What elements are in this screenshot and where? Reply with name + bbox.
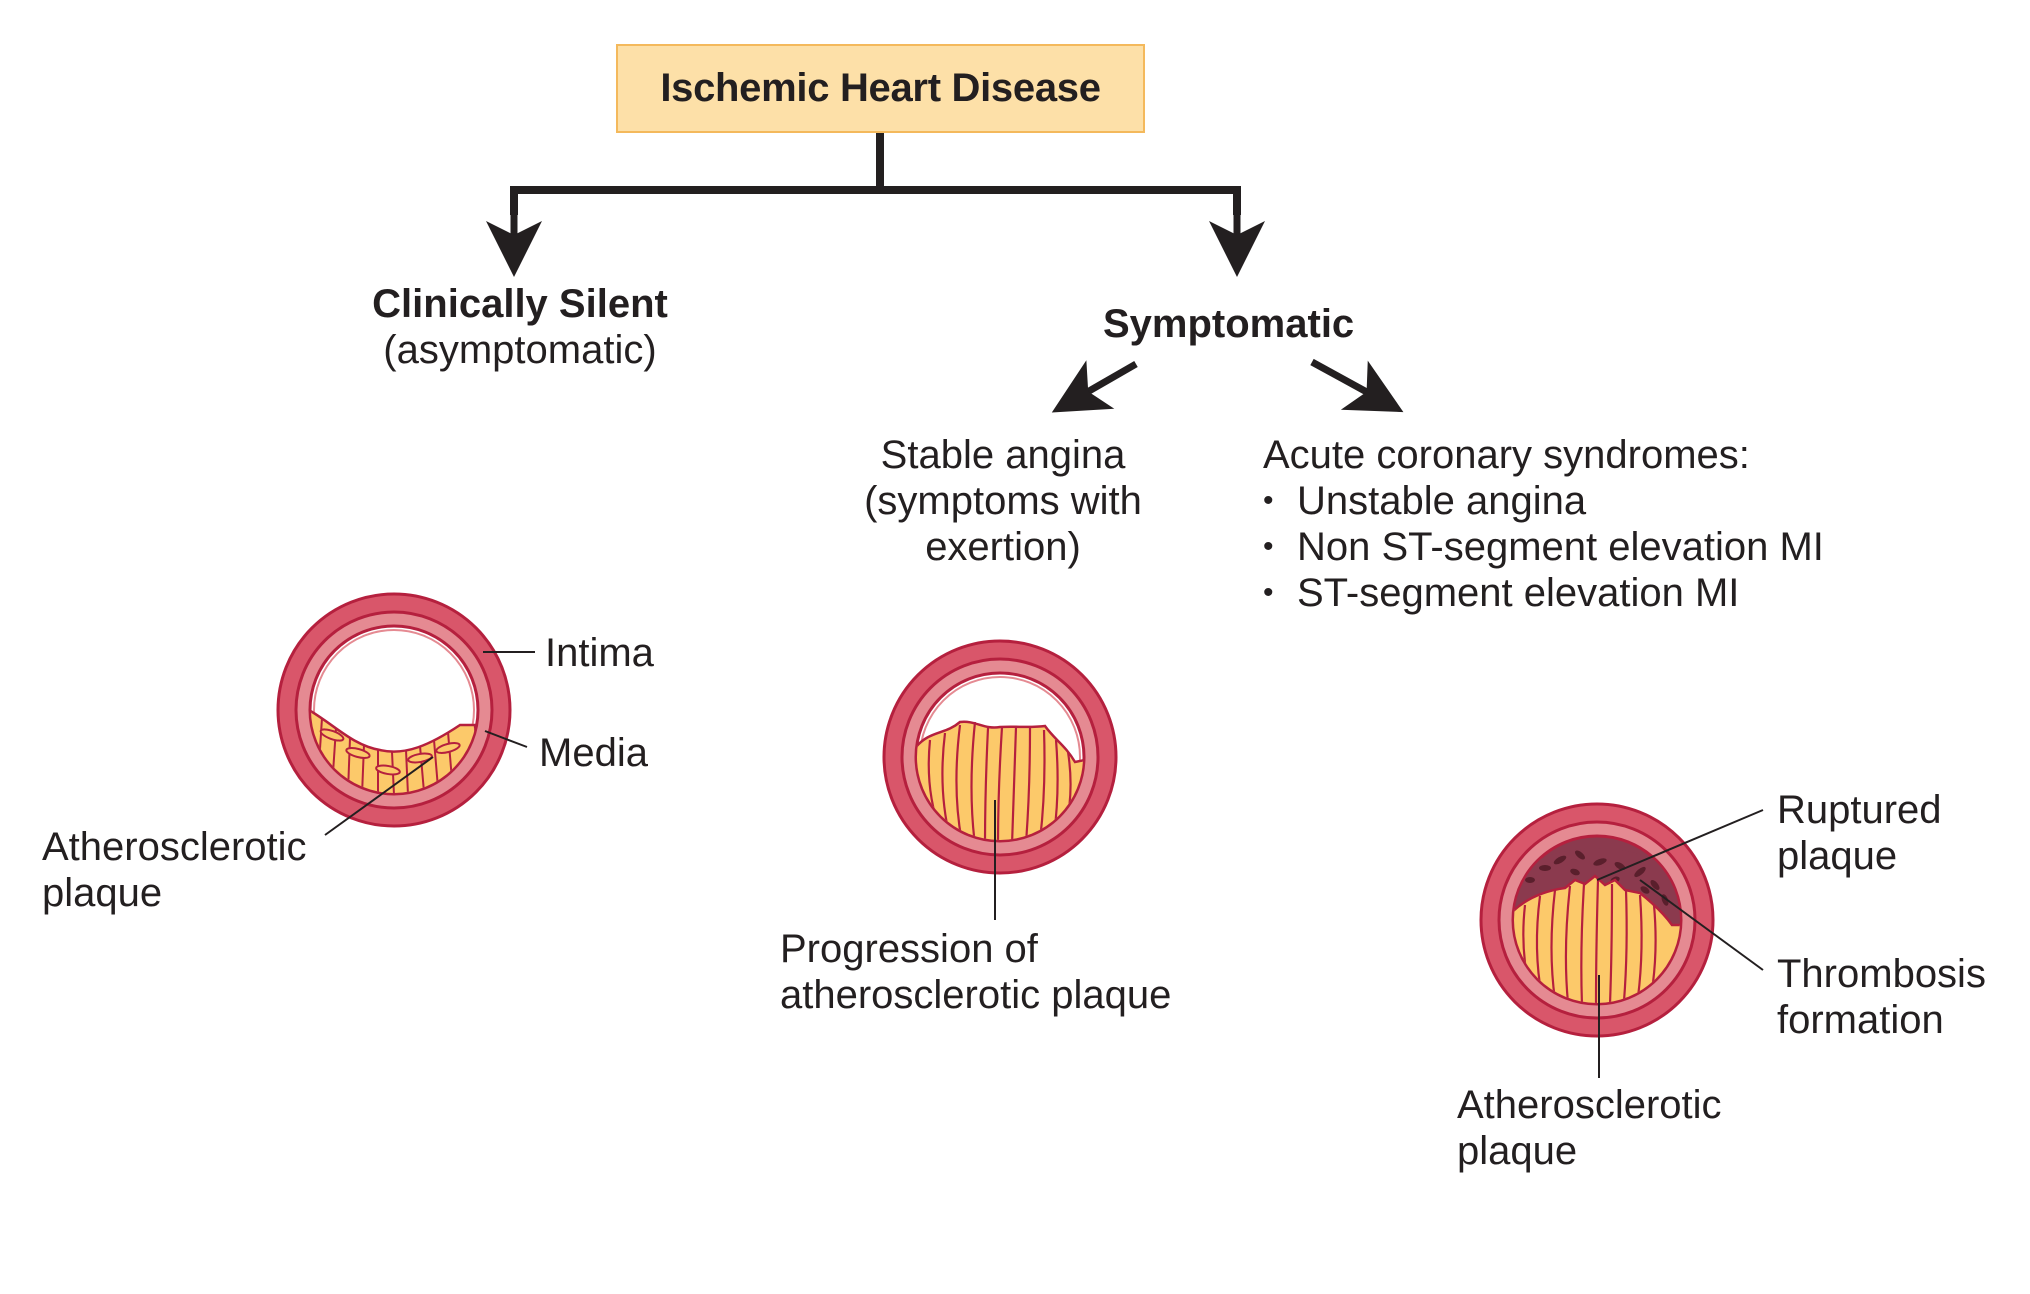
leader-thrombosis <box>1639 879 1764 971</box>
symptomatic-heading: Symptomatic <box>1103 302 1355 346</box>
acute-list-item: Non ST-segment elevation MI <box>1263 524 1824 570</box>
label-ruptured-plaque: Ruptured plaque <box>1777 787 1942 879</box>
leader-plaque-silent <box>324 756 434 836</box>
label-line: Atherosclerotic <box>1457 1083 1722 1127</box>
stable-line: exertion) <box>925 525 1081 569</box>
label-line: Progression of <box>780 927 1038 971</box>
node-acute-coronary-syndromes: Acute coronary syndromes: Unstable angin… <box>1263 432 1824 616</box>
vessel-acute <box>1479 802 1764 1078</box>
plaque-silent <box>311 702 477 793</box>
silent-heading: Clinically Silent <box>372 282 668 326</box>
node-clinically-silent: Clinically Silent (asymptomatic) <box>370 282 670 373</box>
label-line: Thrombosis <box>1777 952 1986 996</box>
label-line: plaque <box>1457 1129 1578 1173</box>
acute-heading: Acute coronary syndromes: <box>1263 433 1750 477</box>
vessel-stable <box>882 639 1118 920</box>
thrombus-spots <box>1525 850 1669 906</box>
arrow-to-stable <box>1051 360 1138 413</box>
tree-connectors <box>510 133 1241 215</box>
node-stable-angina: Stable angina (symptoms with exertion) <box>853 432 1153 570</box>
label-plaque-progression: Progression of atherosclerotic plaque <box>780 926 1171 1018</box>
acute-list: Unstable angina Non ST-segment elevation… <box>1263 478 1824 616</box>
label-plaque-silent: Atherosclerotic plaque <box>42 824 307 916</box>
stable-line: Stable angina <box>880 433 1126 477</box>
stable-line: (symptoms with <box>864 479 1142 523</box>
label-line: plaque <box>42 871 163 915</box>
label-line: plaque <box>1777 834 1898 878</box>
label-thrombosis: Thrombosis formation <box>1777 951 1986 1043</box>
label-plaque-acute: Atherosclerotic plaque <box>1457 1082 1722 1174</box>
acute-list-item: ST-segment elevation MI <box>1263 570 1824 616</box>
label-line: Ruptured <box>1777 788 1942 832</box>
arrow-to-acute <box>1310 358 1404 413</box>
vessel-silent <box>276 592 535 836</box>
label-line: formation <box>1777 998 1944 1042</box>
silent-subheading: (asymptomatic) <box>383 328 657 372</box>
root-title: Ischemic Heart Disease <box>660 66 1101 110</box>
branch-bar <box>510 186 1241 215</box>
label-line: Atherosclerotic <box>42 825 307 869</box>
leader-media <box>484 730 528 748</box>
label-line: atherosclerotic plaque <box>780 973 1172 1017</box>
label-media: Media <box>539 731 648 775</box>
leader-ruptured <box>1596 809 1764 881</box>
root-node: Ischemic Heart Disease <box>616 44 1145 133</box>
acute-list-item: Unstable angina <box>1263 478 1824 524</box>
label-intima: Intima <box>545 631 654 675</box>
